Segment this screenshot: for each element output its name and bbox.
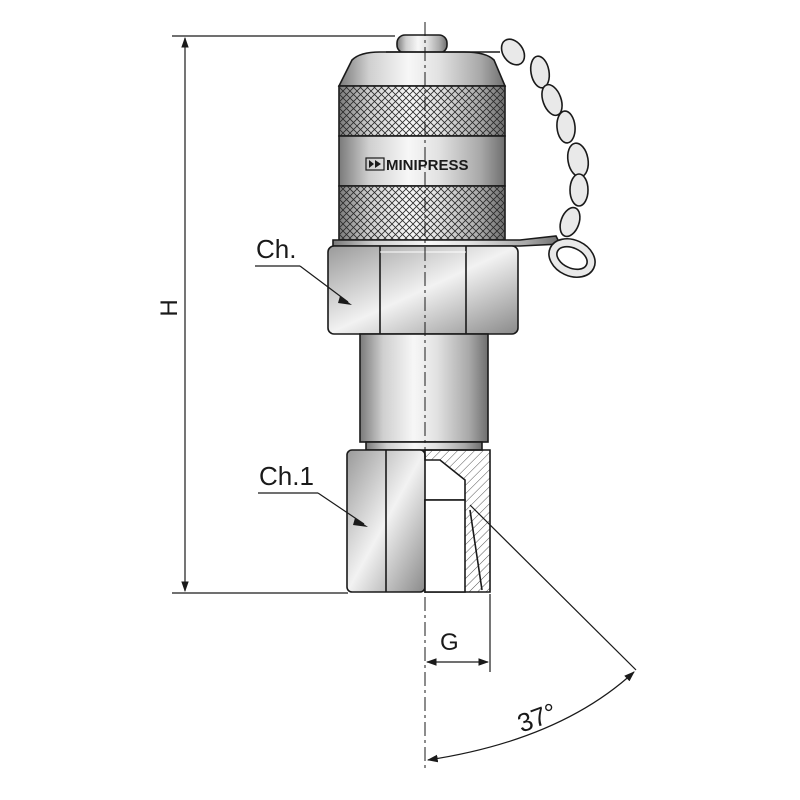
cap-top: [337, 34, 507, 87]
brand-name: MINIPRESS: [386, 157, 469, 174]
angle-label: 37°: [513, 697, 560, 739]
chain-icon: [500, 38, 596, 279]
chamfer1-callout: Ch.1: [258, 461, 368, 527]
hex-nut-lower: [346, 449, 491, 593]
hex-nut-upper: [327, 245, 519, 335]
brand-band: MINIPRESS: [338, 135, 506, 187]
body-cylinder: [359, 333, 489, 451]
brand-logo-icon: [365, 157, 385, 171]
thread-dimension: G: [425, 594, 491, 672]
height-dimension: H: [156, 35, 395, 594]
chamfer-label: Ch.: [256, 234, 296, 264]
chamfer1-label: Ch.1: [259, 461, 314, 491]
thread-label: G: [440, 629, 459, 656]
chamfer-callout: Ch.: [255, 234, 352, 305]
height-label: H: [156, 299, 183, 316]
upper-knurl-ring: [338, 85, 506, 137]
lower-knurl-ring: [338, 185, 506, 241]
